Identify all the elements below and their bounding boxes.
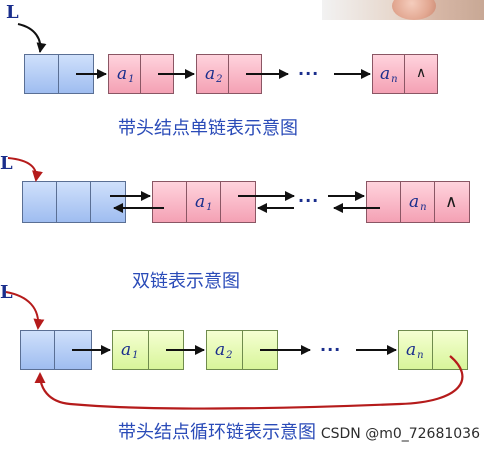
node-an-label: an: [409, 192, 427, 213]
diagram-caption: 双链表示意图: [132, 271, 240, 292]
ellipsis: ···: [298, 191, 320, 210]
head-pointer-curve: [7, 157, 43, 182]
node-a1-data-cell: a1: [112, 330, 150, 370]
node-a1-prior-cell: [152, 181, 188, 223]
null-pointer-symbol: ∧: [416, 65, 427, 81]
node-a1-label: a1: [121, 340, 139, 361]
circular-return-pointer: [34, 355, 464, 410]
node-an-next-cell: ∧: [404, 54, 438, 94]
speaker-video-thumbnail: [322, 0, 484, 20]
node-an-data-cell: an: [372, 54, 406, 94]
head-pointer-label: L: [6, 2, 19, 23]
diagram-caption: 带头结点单链表示意图: [118, 118, 298, 139]
head-pointer-arrow: [17, 23, 47, 53]
ellipsis: ···: [298, 64, 320, 83]
head-node-data-cell: [20, 330, 56, 370]
ellipsis: ···: [320, 340, 342, 359]
node-an-data-cell: an: [400, 181, 436, 223]
node-a2-data-cell: a2: [196, 54, 230, 94]
head-node-next-cell: [90, 181, 126, 223]
head-pointer-curve: [5, 291, 45, 330]
node-a1-label: a1: [117, 64, 135, 85]
node-an-next-cell: [432, 330, 468, 370]
node-a2-data-cell: a2: [206, 330, 244, 370]
node-a1-label: a1: [195, 192, 213, 213]
csdn-watermark: CSDN @m0_72681036: [320, 426, 480, 442]
null-pointer-symbol: ∧: [445, 192, 458, 212]
node-an-prior-cell: [366, 181, 402, 223]
node-a1-data-cell: a1: [108, 54, 142, 94]
node-an-next-cell: ∧: [434, 181, 470, 223]
head-node-data-cell: [56, 181, 92, 223]
node-a1-data-cell: a1: [186, 181, 222, 223]
node-a2-label: a2: [205, 64, 223, 85]
node-an-label: an: [380, 64, 398, 85]
node-an-data-cell: an: [398, 330, 434, 370]
diagram-caption: 带头结点循环链表示意图: [118, 422, 316, 443]
node-an-label: an: [406, 340, 424, 361]
node-a1-next-cell: [220, 181, 256, 223]
node-a2-label: a2: [215, 340, 233, 361]
